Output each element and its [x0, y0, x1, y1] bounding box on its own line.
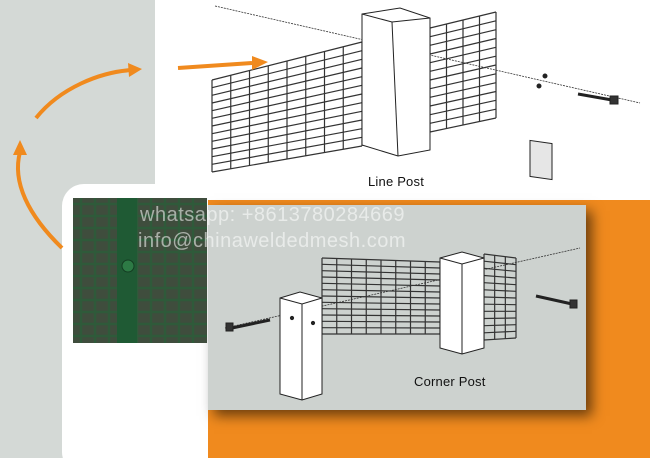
- mesh-panel-corner-side: [483, 253, 517, 341]
- bolt-icon: [577, 92, 619, 105]
- mesh-wire: [483, 274, 517, 279]
- mesh-wire: [483, 317, 517, 320]
- bolt-icon: [225, 318, 271, 332]
- mesh-wire: [483, 330, 517, 334]
- mesh-panel-left: [211, 41, 363, 173]
- mesh-wire: [483, 260, 517, 266]
- mesh-wire: [483, 337, 517, 341]
- bolt-icon: [535, 294, 578, 309]
- corner-post-label: Corner Post: [414, 374, 486, 389]
- fence-photo: [73, 198, 207, 343]
- mesh-wire: [483, 253, 517, 259]
- line-post-label: Line Post: [368, 174, 425, 189]
- mesh-wire: [483, 267, 517, 272]
- corner-post: [439, 251, 485, 355]
- corner-post-panel: [208, 205, 586, 410]
- mesh-panel-corner: [321, 257, 441, 335]
- mesh-panel-right: [429, 11, 497, 133]
- arrow-icon: [177, 61, 253, 70]
- bolt-icon: [121, 259, 135, 273]
- arrow-icon: [34, 68, 133, 120]
- fence-photo-mesh: [73, 198, 207, 343]
- arrow-icon: [15, 151, 64, 250]
- watermark-email: info@chinaweldedmesh.com: [138, 230, 406, 252]
- clip-bracket-icon: [529, 73, 553, 181]
- mesh-wire: [483, 282, 517, 286]
- mesh-wire: [483, 324, 517, 327]
- watermark-phone: whatsapp: +8613780284669: [140, 204, 406, 226]
- mesh-wire: [483, 289, 517, 292]
- line-post: [361, 7, 431, 157]
- mesh-wire: [483, 296, 517, 299]
- end-post: [279, 291, 323, 401]
- mesh-wire: [483, 303, 517, 306]
